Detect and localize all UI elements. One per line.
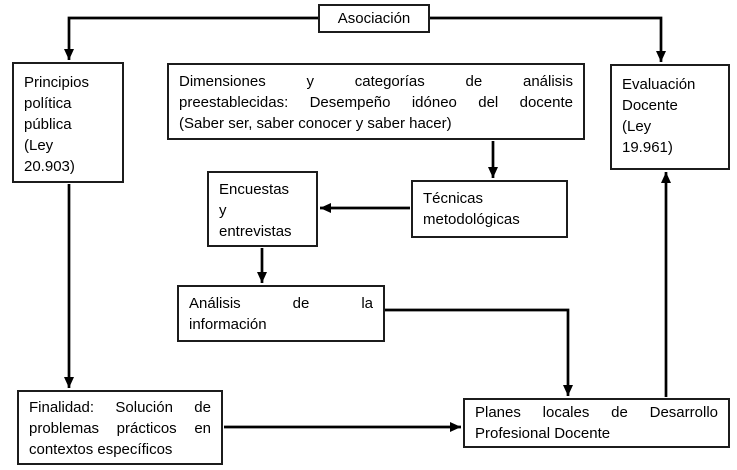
text-line: 19.961) <box>622 139 673 156</box>
node-finalidad: Finalidad: Solución de problemas práctico… <box>17 390 223 465</box>
connector-asociacion-evaluacion <box>430 16 666 62</box>
node-dimensiones: Dimensiones y categorías de análisis pree… <box>167 63 585 140</box>
text-line: política <box>24 95 72 112</box>
text-line: 20.903) <box>24 158 75 175</box>
text-line: metodológicas <box>423 211 520 228</box>
text-line: información <box>189 316 267 333</box>
text-line: Encuestas <box>219 181 290 198</box>
text-line: (Ley <box>24 137 54 154</box>
text-line: Asociación <box>337 10 411 27</box>
text-line: Dimensiones y categorías de análisis <box>179 73 573 90</box>
node-asociacion: Asociación <box>318 4 430 33</box>
text-line: Planes locales de Desarrollo <box>475 404 718 421</box>
text-line: Análisis de la <box>189 295 373 312</box>
text-line: Evaluación <box>622 76 696 93</box>
text-line: (Ley <box>622 118 652 135</box>
text-line: Profesional Docente <box>475 425 611 442</box>
text-line: Docente <box>622 97 678 114</box>
text-line: problemas prácticos en <box>29 420 211 437</box>
text-line: y <box>219 202 227 219</box>
connector-asociacion-principios <box>64 16 318 60</box>
node-analisis: Análisis de la información <box>177 285 385 342</box>
connector-analisis-planes <box>385 308 573 396</box>
text-line: (Saber ser, saber conocer y saber hacer) <box>179 115 452 132</box>
text-line: entrevistas <box>219 223 292 240</box>
node-tecnicas: Técnicas metodológicas <box>411 180 568 238</box>
text-line: pública <box>24 116 72 133</box>
text-line: preestablecidas: Desempeño idóneo del do… <box>179 94 573 111</box>
text-line: contextos específicos <box>29 441 173 458</box>
text-line: Principios <box>24 74 90 91</box>
node-encuestas: Encuestas y entrevistas <box>207 171 318 247</box>
text-line: Técnicas <box>423 190 484 207</box>
node-principios: Principios política pública (Ley 20.903) <box>12 62 124 183</box>
text-line: Finalidad: Solución de <box>29 399 211 416</box>
